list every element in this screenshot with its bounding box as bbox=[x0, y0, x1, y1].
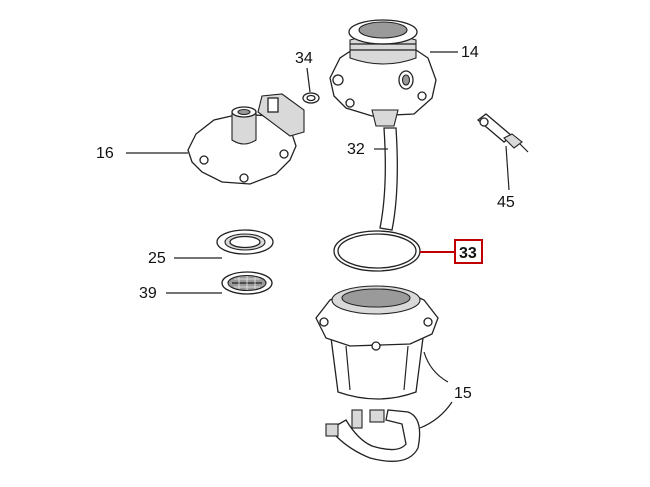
label-34: 34 bbox=[295, 50, 313, 67]
part-15-bent-tube[interactable] bbox=[325, 409, 421, 462]
label-32: 32 bbox=[347, 141, 365, 158]
leader-45 bbox=[505, 145, 510, 191]
label-16: 16 bbox=[96, 145, 114, 162]
part-labels: 14 34 16 32 45 25 33 39 15 bbox=[96, 44, 515, 402]
label-39: 39 bbox=[139, 285, 157, 302]
label-15: 15 bbox=[454, 385, 472, 402]
part-32-hose[interactable] bbox=[379, 127, 398, 231]
part-39-filter-screen[interactable] bbox=[221, 271, 273, 295]
part-45-valve[interactable] bbox=[476, 113, 529, 153]
leader-15b bbox=[419, 401, 453, 429]
label-33: 33 bbox=[459, 245, 477, 262]
label-14: 14 bbox=[461, 44, 479, 61]
label-33-highlight-box bbox=[454, 239, 483, 264]
part-14-top-housing[interactable] bbox=[329, 19, 437, 127]
leader-15a bbox=[423, 351, 449, 383]
label-25: 25 bbox=[148, 250, 166, 267]
part-16-pump-head[interactable] bbox=[187, 93, 305, 185]
leader-34 bbox=[306, 67, 311, 93]
leader-lines bbox=[126, 51, 510, 429]
part-33-o-ring[interactable] bbox=[333, 230, 421, 272]
label-45: 45 bbox=[497, 194, 515, 211]
filter-bowl[interactable] bbox=[315, 285, 439, 400]
part-25-gasket[interactable] bbox=[216, 229, 274, 255]
part-34-small-ring[interactable] bbox=[302, 92, 320, 104]
